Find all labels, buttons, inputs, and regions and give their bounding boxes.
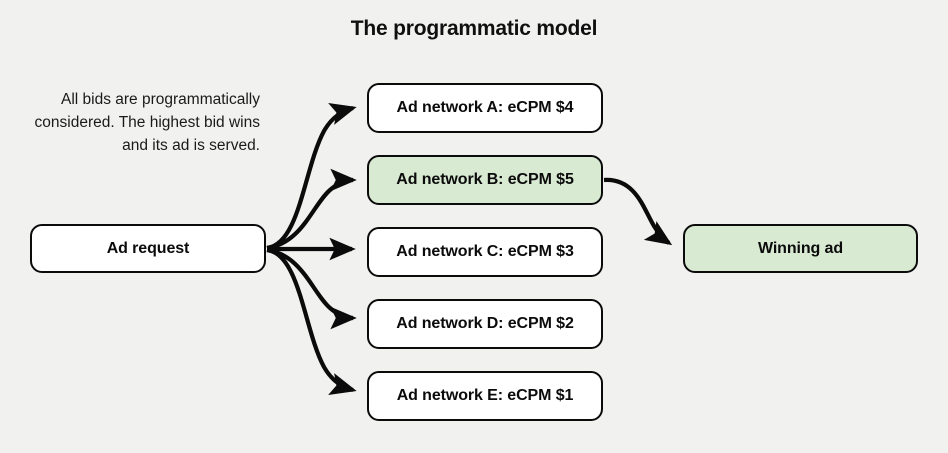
node-ad-request-label: Ad request — [106, 239, 190, 257]
node-winning-ad[interactable]: Winning ad — [683, 224, 918, 273]
node-ad-network-e-label: Ad network E: eCPM $1 — [396, 387, 574, 404]
arrow-request-to-network-e — [266, 247, 357, 395]
node-ad-request[interactable]: Ad request — [30, 224, 266, 273]
arrow-request-to-network-b — [266, 168, 357, 251]
node-ad-network-e[interactable]: Ad network E: eCPM $1 — [367, 371, 603, 421]
arrow-network-b-to-winning-ad — [603, 177, 673, 246]
node-ad-network-b[interactable]: Ad network B: eCPM $5 — [367, 155, 603, 205]
node-ad-network-c-label: Ad network C: eCPM $3 — [396, 243, 574, 260]
node-ad-network-d-label: Ad network D: eCPM $2 — [396, 315, 574, 332]
node-ad-network-a[interactable]: Ad network A: eCPM $4 — [367, 83, 603, 133]
page-title: The programmatic model — [350, 17, 598, 40]
node-ad-network-a-label: Ad network A: eCPM $4 — [396, 99, 574, 116]
node-ad-network-d[interactable]: Ad network D: eCPM $2 — [367, 299, 603, 349]
node-winning-ad-label: Winning ad — [757, 239, 844, 257]
arrow-request-to-network-d — [266, 247, 357, 330]
explanatory-note: All bids are programmatically considered… — [34, 91, 260, 154]
node-ad-network-c[interactable]: Ad network C: eCPM $3 — [367, 227, 603, 277]
arrow-request-to-network-a — [266, 103, 357, 251]
node-ad-network-b-label: Ad network B: eCPM $5 — [396, 171, 574, 188]
